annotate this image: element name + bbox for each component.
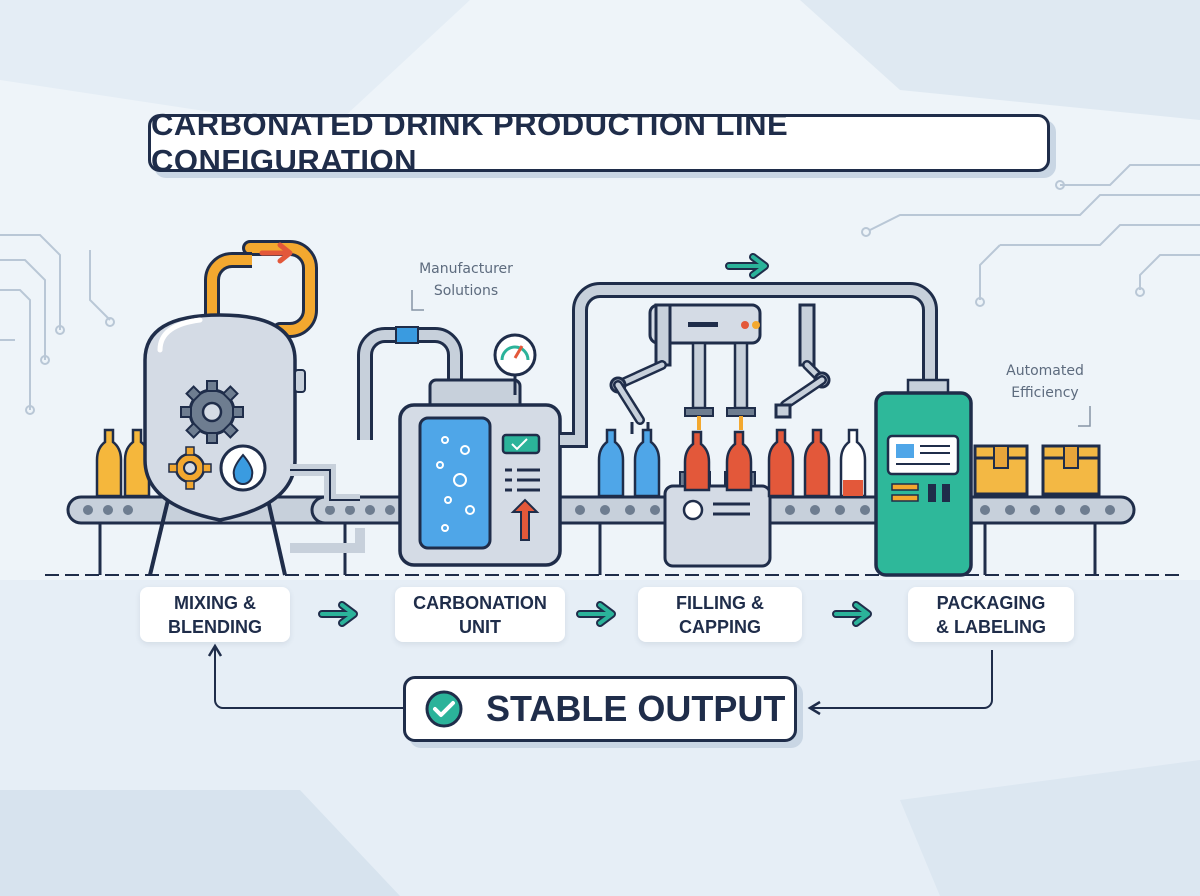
stage-label: UNIT [459, 616, 501, 637]
stage-label: BLENDING [168, 616, 262, 637]
bottles-left [95, 428, 151, 498]
packaging-machine [874, 378, 973, 577]
stage-arrow-1-icon [318, 601, 358, 627]
stage-label: FILLING & [676, 592, 764, 613]
bottles-main [597, 428, 867, 498]
stage-arrow-3-icon [832, 601, 872, 627]
mixing-tank [143, 240, 360, 576]
stage-label: CAPPING [678, 616, 761, 637]
note-line: Manufacturer [419, 261, 513, 277]
gear-icon [180, 380, 244, 444]
manufacturer-solutions-note: Manufacturer Solutions [396, 258, 536, 302]
carbonation-machine [398, 333, 562, 567]
title-banner: CARBONATED DRINK PRODUCTION LINE CONFIGU… [148, 107, 1050, 178]
stable-output-label: STABLE OUTPUT [486, 688, 786, 729]
stable-output-box: STABLE OUTPUT [403, 676, 797, 742]
circuit-traces-right [861, 164, 1200, 307]
note-line: Automated [1006, 363, 1084, 379]
manufacturer-leader-line [411, 290, 424, 311]
robotic-arm-left [609, 303, 672, 434]
note-line: Solutions [433, 283, 499, 299]
small-gear-icon [168, 446, 212, 490]
note-line: Efficiency [1011, 385, 1079, 401]
stage-label: & LABELING [936, 616, 1046, 637]
robotic-arm-right [774, 303, 831, 419]
stage-label: PACKAGING [936, 592, 1046, 613]
automated-efficiency-note: Automated Efficiency [990, 360, 1100, 404]
stage-carbonation-unit: CARBONATION UNIT [395, 587, 565, 642]
water-drop-icon [219, 444, 267, 492]
flow-arrow-orange-icon [259, 242, 293, 264]
stage-arrow-2-icon [576, 601, 616, 627]
stage-filling-capping: FILLING & CAPPING [638, 587, 802, 642]
flow-arrow-teal-icon [725, 253, 769, 279]
stage-label: CARBONATION [413, 592, 547, 613]
circuit-traces-left [0, 234, 115, 415]
cardboard-boxes [973, 444, 1101, 496]
stage-label: MIXING & [173, 592, 256, 613]
stage-mixing-blending: MIXING & BLENDING [140, 587, 290, 642]
feedback-loop-arrow [207, 643, 993, 716]
check-circle-icon [425, 690, 463, 728]
stage-packaging-labeling: PACKAGING & LABELING [908, 587, 1074, 642]
automated-leader-line [1078, 406, 1091, 427]
page-title: CARBONATED DRINK PRODUCTION LINE CONFIGU… [151, 107, 789, 178]
pipe-to-carbonation [290, 326, 463, 553]
overhead-pipe [560, 282, 938, 448]
